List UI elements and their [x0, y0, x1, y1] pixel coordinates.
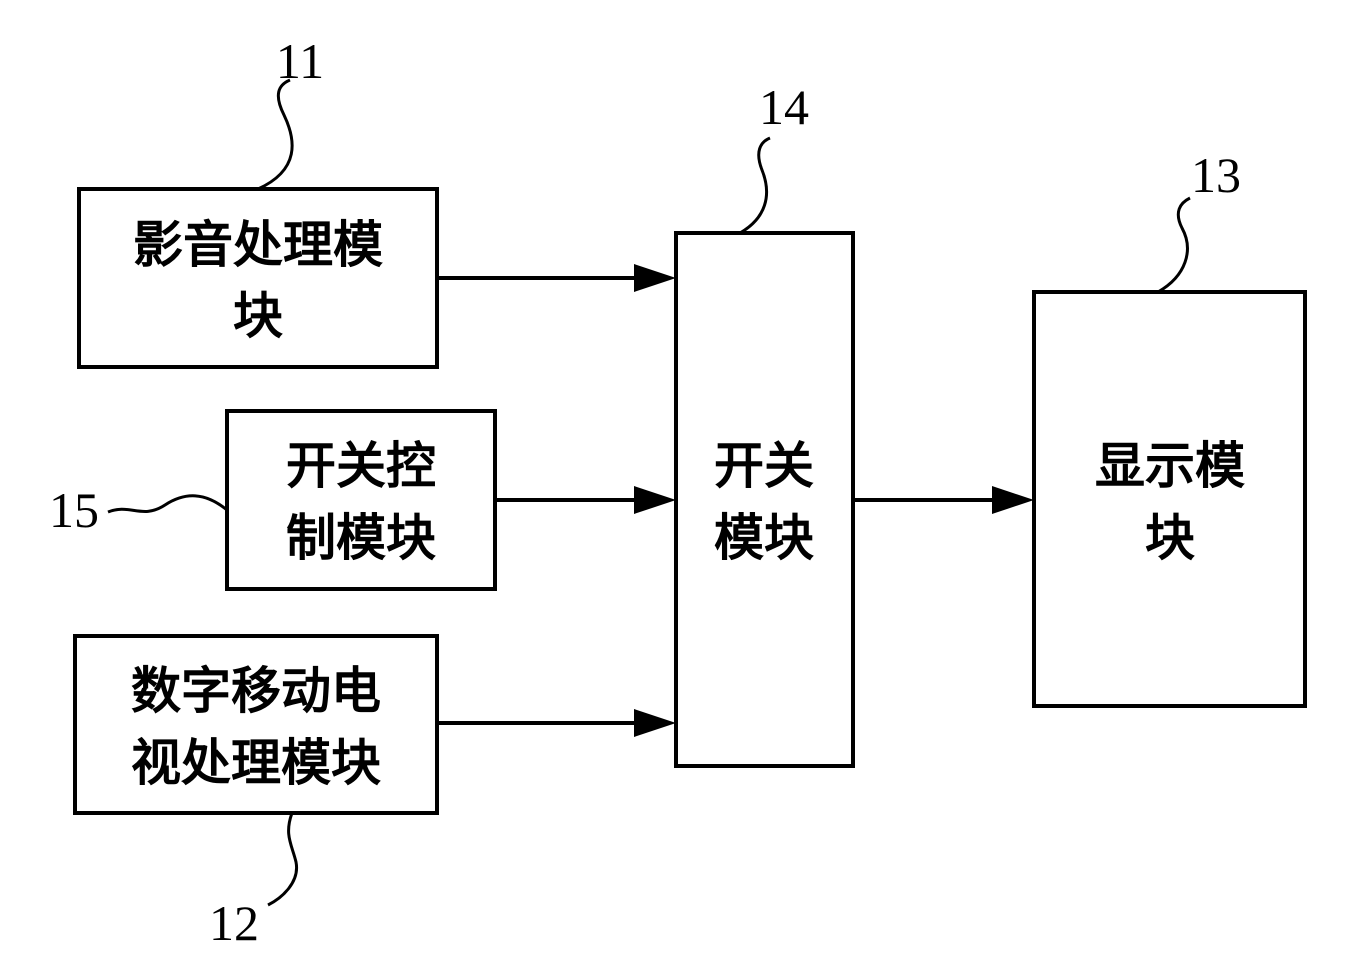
switch-control-label-line-1: 开关控 — [286, 437, 436, 495]
display-box — [1032, 290, 1307, 708]
arrow-11-to-14 — [437, 264, 676, 292]
switch-ref-number: 14 — [759, 79, 809, 135]
dmtv-processing-label-line-2: 视处理模块 — [131, 734, 381, 792]
switch-module: 开关 模块 — [674, 231, 855, 768]
arrow-14-to-13 — [853, 486, 1034, 514]
av-processing-label-line-2: 块 — [233, 287, 283, 345]
dmtv-processing-ref-number: 12 — [209, 895, 259, 951]
arrow-11-to-14-head — [634, 264, 676, 292]
display-label-line-1: 显示模 — [1095, 437, 1245, 495]
av-processing-ref-number: 11 — [276, 33, 324, 89]
arrow-14-to-13-head — [992, 486, 1034, 514]
arrow-15-to-14-head — [634, 486, 676, 514]
display-ref-leader — [1157, 196, 1191, 294]
switch-ref-leader — [739, 136, 771, 235]
switch-control-label-line-2: 制模块 — [286, 509, 436, 567]
switch-control-module: 开关控 制模块 — [225, 409, 497, 591]
av-processing-ref-leader — [257, 78, 294, 191]
av-processing-box — [77, 187, 439, 369]
dmtv-processing-label-line-1: 数字移动电 — [131, 662, 381, 720]
dmtv-processing-ref-leader — [267, 812, 299, 907]
av-processing-module: 影音处理模 块 — [77, 187, 439, 369]
switch-control-ref-number: 15 — [49, 482, 99, 538]
display-ref-number: 13 — [1191, 147, 1241, 203]
switch-box — [674, 231, 855, 768]
arrow-12-to-14-head — [634, 709, 676, 737]
switch-label-line-2: 模块 — [714, 509, 814, 567]
dmtv-processing-box — [73, 634, 439, 815]
display-label-line-2: 块 — [1145, 509, 1195, 567]
switch-label-line-1: 开关 — [714, 437, 814, 495]
arrow-12-to-14 — [437, 709, 676, 737]
switch-control-ref-leader — [107, 494, 228, 514]
arrow-15-to-14 — [495, 486, 676, 514]
switch-control-box — [225, 409, 497, 591]
display-module: 显示模 块 — [1032, 290, 1307, 708]
av-processing-label-line-1: 影音处理模 — [133, 216, 383, 274]
dmtv-processing-module: 数字移动电 视处理模块 — [73, 634, 439, 815]
